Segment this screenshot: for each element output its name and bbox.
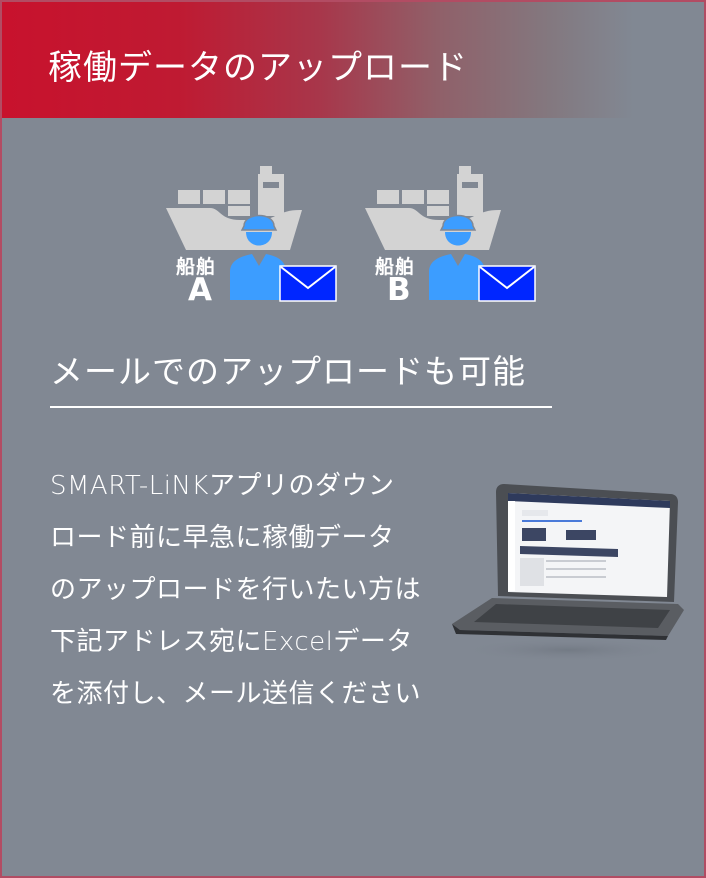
- heading-divider: [50, 406, 552, 408]
- envelope-icon: [279, 265, 337, 302]
- laptop-image: [452, 484, 684, 662]
- ship-a-illustration: 船舶 A: [160, 160, 350, 310]
- header-banner: 稼働データのアップロード: [2, 2, 704, 118]
- description-line: SMART-LiNKアプリのダウン: [50, 471, 395, 501]
- hardhat-worker-icon: [230, 214, 286, 300]
- description: SMART-LiNKアプリのダウン ロード前に早急に稼働データ のアップロードを…: [50, 460, 440, 720]
- envelope-icon: [478, 265, 536, 302]
- page-title: 稼働データのアップロード: [48, 48, 468, 88]
- description-line: 下記アドレス宛にExcelデータ: [50, 627, 413, 657]
- ship-b-illustration: 船舶 B: [359, 160, 549, 310]
- ship-letter: A: [188, 272, 212, 308]
- description-line: を添付し、メール送信ください: [50, 679, 422, 709]
- section-heading: メールでのアップロードも可能: [50, 352, 526, 391]
- description-line: のアップロードを行いたい方は: [50, 575, 422, 605]
- ship-label: 船舶: [375, 256, 416, 278]
- description-line: ロード前に早急に稼働データ: [50, 523, 395, 553]
- ship-label: 船舶: [176, 256, 217, 278]
- hardhat-worker-icon: [429, 214, 485, 300]
- ship-letter: B: [387, 272, 411, 308]
